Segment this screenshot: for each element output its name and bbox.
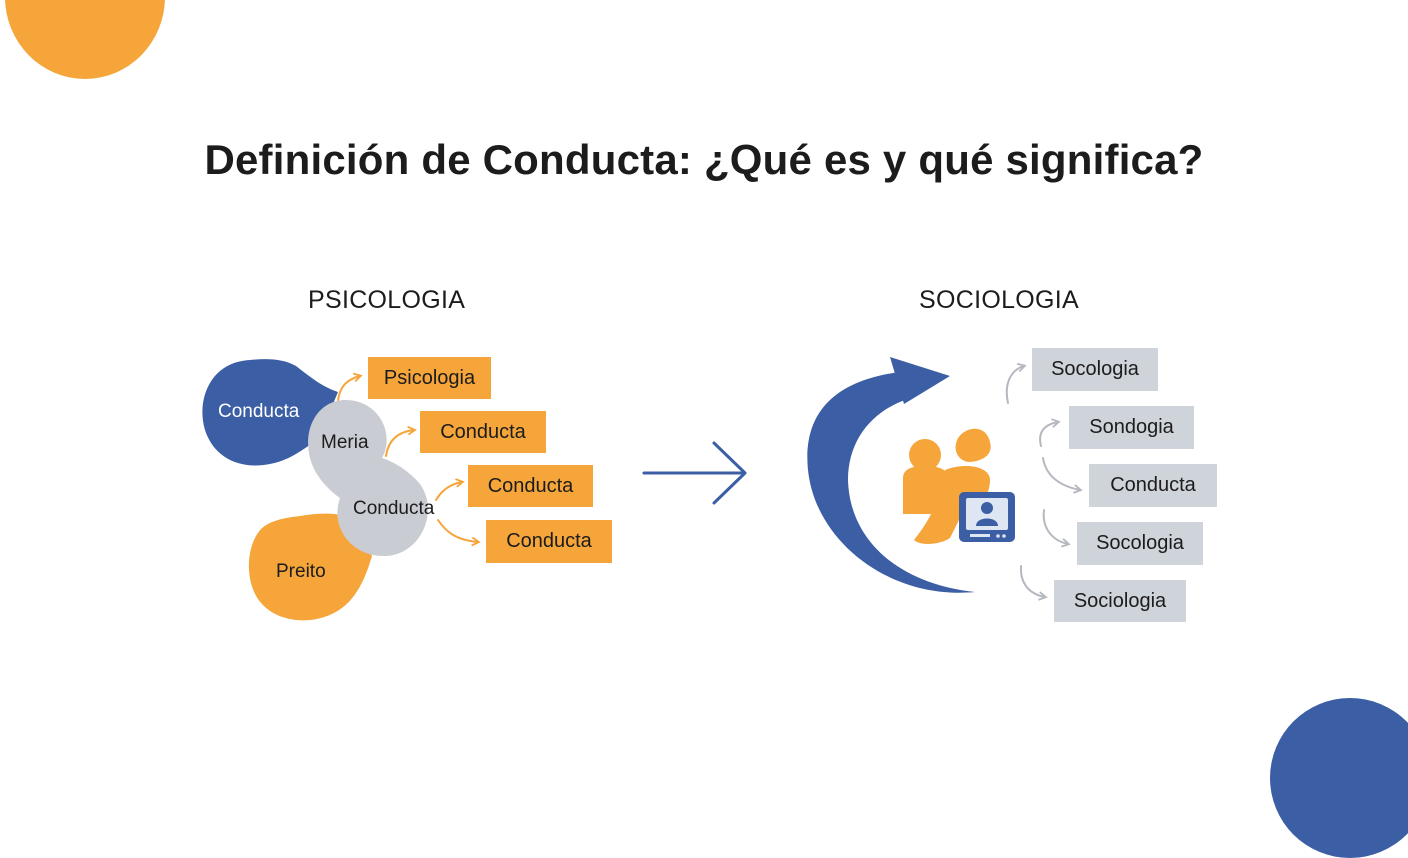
arrow-to-sociologia bbox=[1019, 565, 1048, 601]
refresh-cycle-icon bbox=[807, 357, 975, 593]
node-conducta-blue bbox=[202, 359, 338, 466]
node-label-preito: Preito bbox=[276, 561, 326, 582]
arrow-to-conducta-1 bbox=[385, 425, 417, 457]
sociology-box-socologia-2: Socologia bbox=[1077, 522, 1203, 565]
arrow-to-socologia-1 bbox=[1005, 362, 1027, 404]
node-label-conducta: Conducta bbox=[218, 401, 300, 422]
sociology-box-sondogia: Sondogia bbox=[1069, 406, 1194, 449]
arrow-to-conducta bbox=[1042, 457, 1083, 494]
psychology-box-conducta-3: Conducta bbox=[486, 520, 612, 563]
node-meria-gray bbox=[308, 400, 428, 556]
diagram-graphics bbox=[202, 357, 1083, 621]
arrow-to-conducta-3 bbox=[437, 519, 481, 547]
arrow-to-psicologia bbox=[337, 372, 363, 401]
node-label-conducta-center: Conducta bbox=[353, 498, 435, 519]
right-arrow-icon bbox=[642, 441, 747, 505]
psychology-box-conducta-2: Conducta bbox=[468, 465, 593, 507]
arrow-to-sondogia bbox=[1039, 418, 1061, 447]
psychology-box-conducta-1: Conducta bbox=[420, 411, 546, 453]
node-preito-orange bbox=[248, 513, 372, 621]
arrow-to-socologia-2 bbox=[1042, 509, 1071, 548]
sociology-heading: SOCIOLOGIA bbox=[919, 286, 1079, 314]
psychology-box-psicologia: Psicologia bbox=[368, 357, 491, 399]
page-title: Definición de Conducta: ¿Qué es y qué si… bbox=[204, 136, 1204, 183]
sociology-box-sociologia: Sociologia bbox=[1054, 580, 1186, 622]
sociology-box-conducta: Conducta bbox=[1089, 464, 1217, 507]
node-label-meria: Meria bbox=[321, 432, 369, 453]
psychology-arrows bbox=[337, 372, 481, 547]
psychology-heading: PSICOLOGIA bbox=[308, 286, 466, 314]
sociology-arrows bbox=[1005, 362, 1083, 601]
arrow-to-conducta-2 bbox=[435, 478, 465, 501]
psychology-node-cluster bbox=[202, 359, 428, 621]
sociology-box-socologia-1: Socologia bbox=[1032, 348, 1158, 391]
monitor-user-icon bbox=[959, 492, 1015, 542]
people-icon bbox=[903, 428, 991, 544]
